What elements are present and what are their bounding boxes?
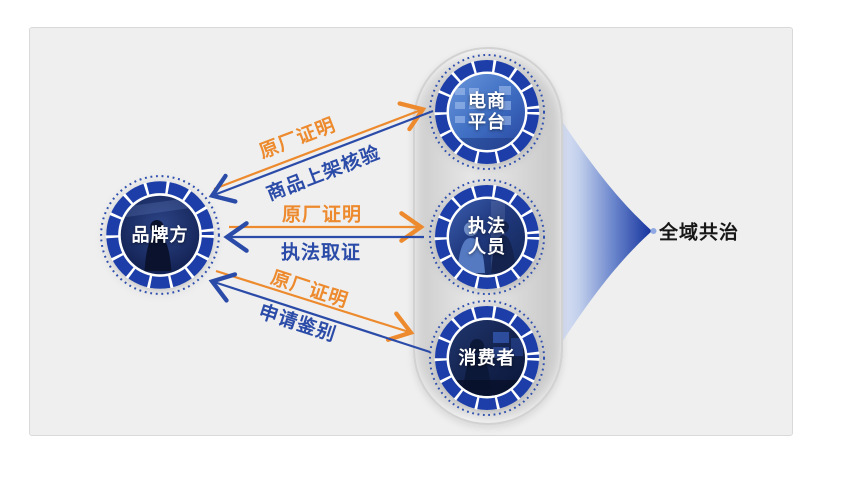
platform-label-line2: 平台 xyxy=(468,112,506,132)
enforcement-label-line1: 执法 xyxy=(468,216,506,236)
enforcement-badge-ring-icon xyxy=(429,179,545,295)
node-platform: 电商 平台 xyxy=(427,52,547,172)
brand-label: 品牌方 xyxy=(131,224,189,245)
node-enforcement: 执法 人员 xyxy=(427,177,547,297)
consumer-badge-ring-icon xyxy=(429,300,545,416)
enforcement-label-line2: 人员 xyxy=(468,237,506,257)
result-label: 全域共治 xyxy=(659,222,740,244)
platform-label-line1: 电商 xyxy=(468,91,506,111)
flow-middle-forward-label: 原厂证明 xyxy=(281,204,363,226)
node-consumer: 消费者 xyxy=(427,298,547,418)
flow-middle-back-label: 执法取证 xyxy=(280,242,362,264)
consumer-label: 消费者 xyxy=(458,347,516,368)
brand-badge-ring-icon xyxy=(100,175,220,295)
node-brand: 品牌方 xyxy=(98,173,222,297)
